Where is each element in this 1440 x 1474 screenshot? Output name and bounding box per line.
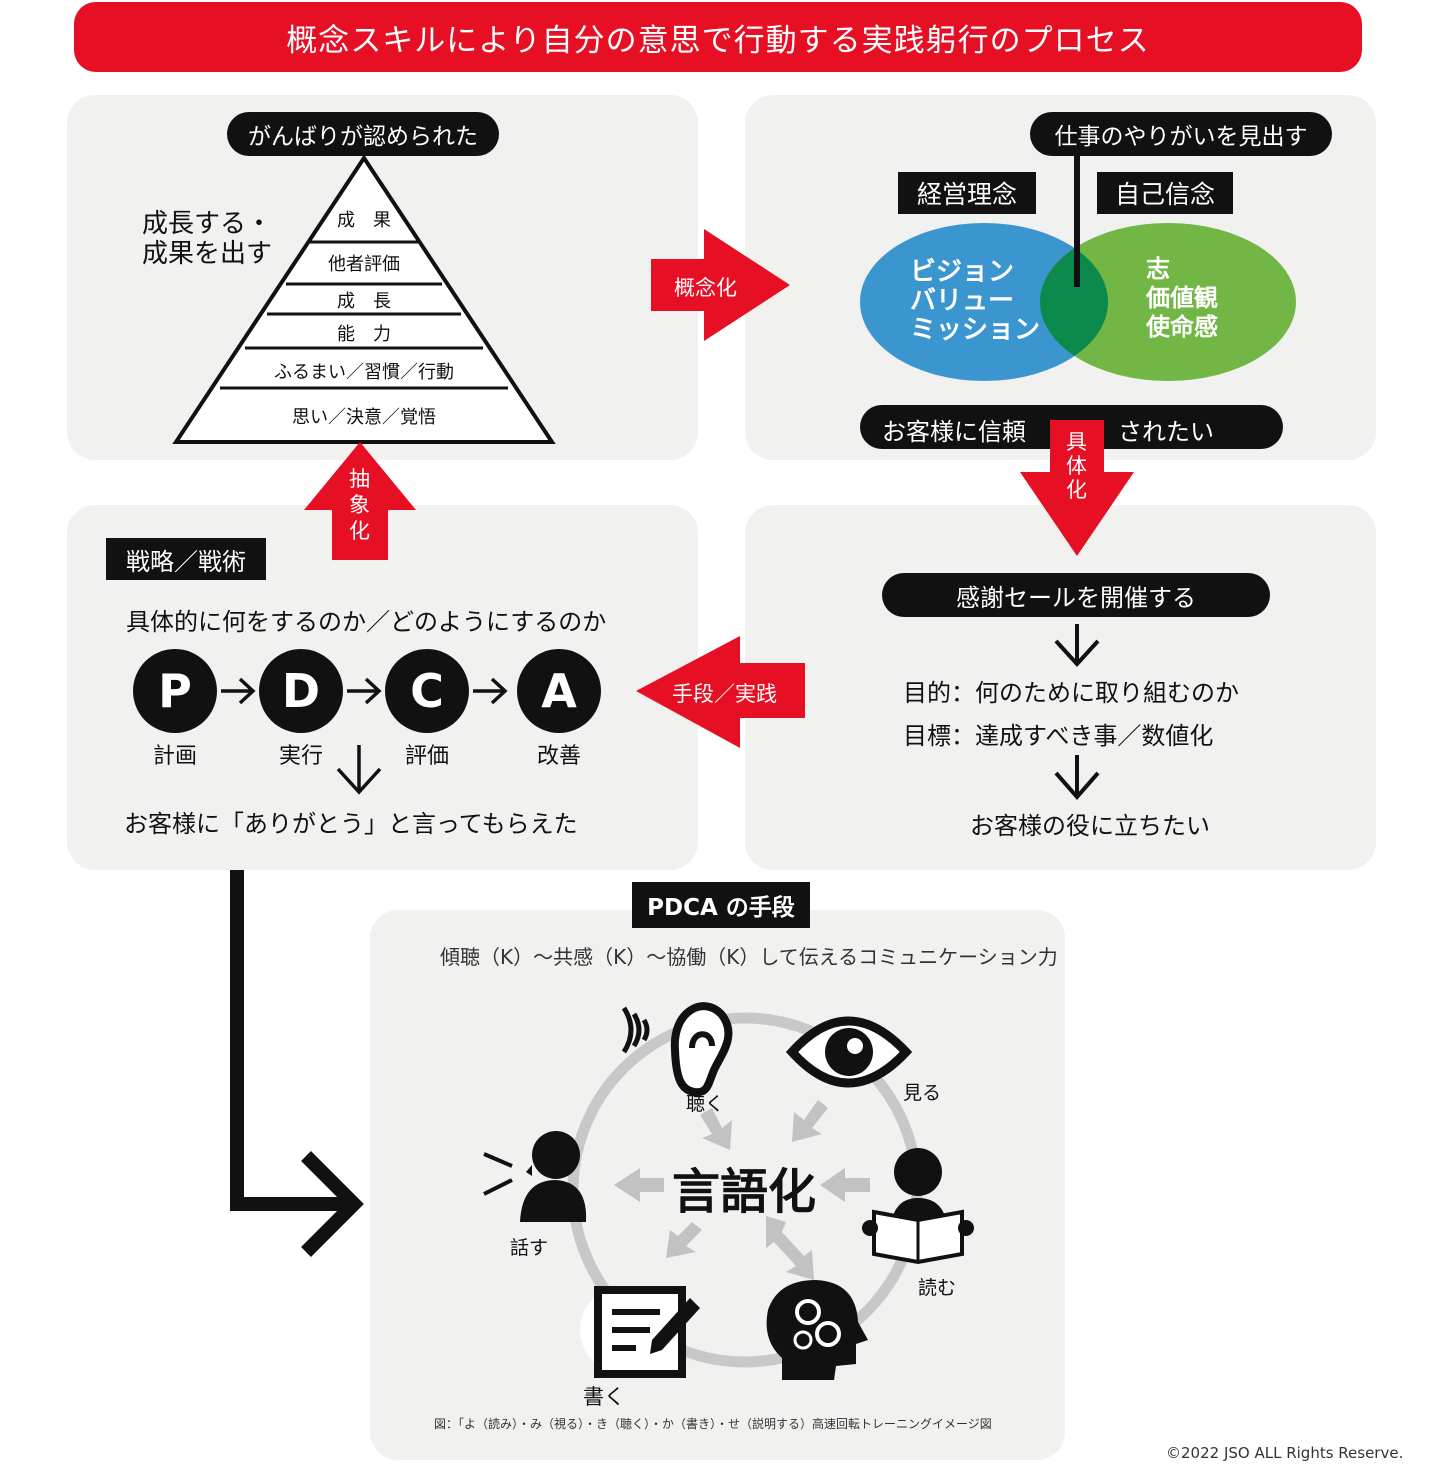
recognized-pill: がんばりが認められた [227, 112, 499, 156]
see-label: 見る [903, 1082, 942, 1104]
abstract-label: 抽象化 [349, 467, 370, 543]
listen-label: 聴く [686, 1093, 725, 1115]
read-label: 読む [918, 1277, 957, 1299]
pdca-check-circle: C [385, 649, 469, 733]
pyramid-level-2: 他者評価 [328, 254, 400, 275]
management-philosophy-tag: 経営理念 [898, 172, 1036, 214]
strategy-tag: 戦略／戦術 [106, 538, 266, 580]
pdca-check-label: 評価 [404, 744, 449, 769]
thanks-sale-pill: 感謝セールを開催する [882, 573, 1270, 617]
meaning-pill: 仕事のやりがいを見出す [1030, 112, 1332, 156]
communication-subtitle: 傾聴（K）～共感（K）～協働（K）して伝えるコミュニケーション力 [440, 945, 1058, 969]
speak-label: 話す [510, 1237, 549, 1259]
thanked-text: お客様に「ありがとう」と言ってもらえた [124, 810, 578, 838]
reader-icon [862, 1148, 974, 1265]
helpful-text: お客様の役に立ちたい [970, 812, 1210, 840]
language-center-text: 言語化 [672, 1164, 817, 1220]
pyramid-level-4: 能 力 [337, 324, 391, 345]
pdca-do-label: 実行 [278, 744, 323, 769]
growth-label-1: 成長する・ [142, 209, 273, 239]
page-title: 概念スキルにより自分の意思で行動する実践躬行のプロセス [286, 22, 1150, 59]
concretize-label: 具体化 [1066, 430, 1087, 502]
pdca-act-circle: A [517, 649, 601, 733]
conceptualize-label: 概念化 [674, 276, 737, 300]
ear-icon [621, 1002, 733, 1097]
goal-text: 目標：達成すべき事／数値化 [903, 722, 1214, 750]
pdca-plan-label: 計画 [152, 744, 197, 769]
figure-caption: 図：「よ（読み）・み（視る）・き（聴く）・か（書き）・せ（説明する）高速回転トレ… [434, 1417, 992, 1431]
pyramid-level-3: 成 長 [337, 291, 391, 312]
title-banner: 概念スキルにより自分の意思で行動する実践躬行のプロセス [74, 2, 1362, 72]
pdca-heading: 具体的に何をするのか／どのようにするのか [126, 608, 607, 636]
pyramid-level-6: 思い／決意／覚悟 [292, 407, 436, 428]
writing-icon [580, 1286, 700, 1378]
pdca-plan-circle: P [133, 649, 217, 733]
pdca-do-circle: D [259, 649, 343, 733]
copyright: ©2022 JSO ALL Rights Reserve. [1166, 1444, 1404, 1462]
thinking-head-icon [766, 1280, 868, 1380]
vision-text: ビジョン バリュー ミッション [910, 257, 1041, 345]
purpose-text: 目的：何のために取り組むのか [903, 679, 1239, 707]
self-belief-tag: 自己信念 [1097, 172, 1233, 214]
pyramid-level-5: ふるまい／習慣／行動 [274, 362, 454, 383]
pyramid-level-1: 成 果 [337, 210, 391, 231]
pdca-means-tag: PDCA の手段 [632, 882, 810, 928]
panel-bottom-right [745, 505, 1376, 870]
panel-pdca-means [370, 910, 1065, 1460]
aspiration-text: 志 価値観 使命感 [1146, 255, 1218, 341]
pdca-act-label: 改善 [536, 744, 581, 769]
speaker-icon [483, 1131, 587, 1222]
eye-icon [785, 1016, 913, 1088]
write-label: 書く [583, 1385, 625, 1409]
growth-label-2: 成果を出す [142, 239, 273, 269]
means-label: 手段／実践 [672, 682, 777, 706]
